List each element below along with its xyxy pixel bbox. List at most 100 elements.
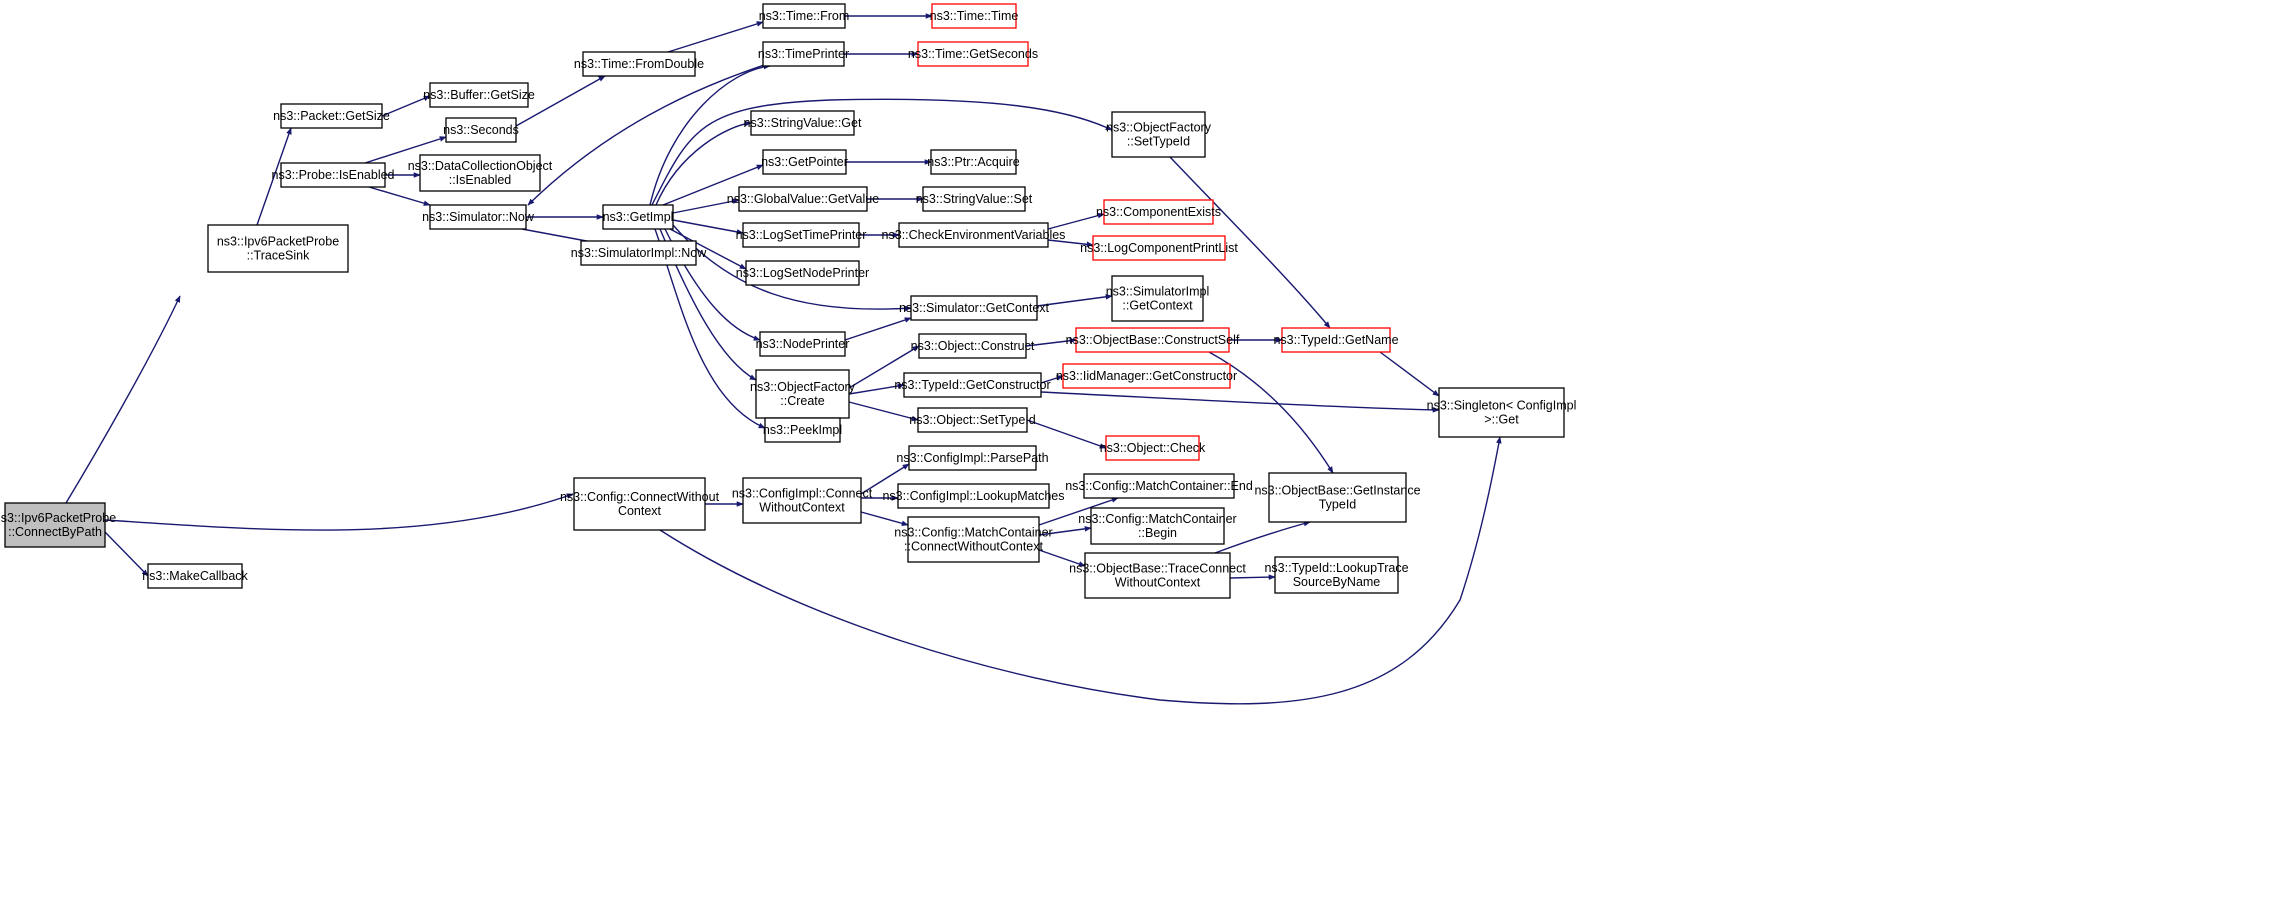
node-simgetctx[interactable]: ns3::Simulator::GetContext [899,295,1050,321]
node-box[interactable] [922,186,1026,212]
node-box[interactable] [908,445,1037,471]
node-box[interactable] [582,51,696,77]
node-box[interactable] [903,372,1042,398]
node-timeprinter[interactable]: ns3::TimePrinter [758,41,849,67]
node-box[interactable] [429,204,527,230]
node-nodeprinter[interactable]: ns3::NodePrinter [756,331,850,357]
node-box[interactable] [1111,275,1204,322]
node-simimplgetctx[interactable]: ns3::SimulatorImpl::GetContext [1106,275,1210,322]
node-objsettypeid[interactable]: ns3::Object::SetTypeId [909,407,1036,433]
node-box[interactable] [1083,473,1235,499]
node-box[interactable] [930,149,1017,175]
node-compexists[interactable]: ns3::ComponentExists [1096,199,1221,225]
node-ofsettypeid[interactable]: ns3::ObjectFactory::SetTypeId [1106,111,1212,158]
node-box[interactable] [1281,327,1391,353]
node-box[interactable] [910,295,1038,321]
node-box[interactable] [1268,472,1407,523]
node-getimpl[interactable]: ns3::GetImpl [602,204,674,230]
node-box[interactable] [750,110,855,136]
node-box[interactable] [445,117,517,143]
node-box[interactable] [1092,235,1226,261]
node-box[interactable] [1103,199,1214,225]
node-box[interactable] [917,407,1028,433]
node-tracesink[interactable]: ns3::Ipv6PacketProbe::TraceSink [207,224,349,273]
node-box[interactable] [1438,387,1565,438]
node-timefrom[interactable]: ns3::Time::From [759,3,850,29]
node-box[interactable] [4,502,106,548]
node-root[interactable]: ns3::Ipv6PacketProbe::ConnectByPath [0,502,116,548]
node-box[interactable] [931,3,1017,29]
node-box[interactable] [207,224,349,273]
node-box[interactable] [755,369,850,419]
node-typeidgetctor[interactable]: ns3::TypeId::GetConstructor [894,372,1051,398]
node-strvalget[interactable]: ns3::StringValue::Get [744,110,862,136]
node-cfgimpllookup[interactable]: ns3::ConfigImpl::LookupMatches [882,483,1065,509]
node-fromdouble[interactable]: ns3::Time::FromDouble [574,51,704,77]
node-box[interactable] [762,3,846,29]
node-logsettime[interactable]: ns3::LogSetTimePrinter [736,222,867,248]
node-peekimpl[interactable]: ns3::PeekImpl [763,417,842,443]
node-box[interactable] [742,222,860,248]
node-cfgconnect[interactable]: ns3::Config::ConnectWithoutContext [560,477,720,531]
node-box[interactable] [742,477,862,524]
node-simimplnow[interactable]: ns3::SimulatorImpl::Now [571,240,707,266]
node-box[interactable] [898,222,1049,248]
node-logsetnode[interactable]: ns3::LogSetNodePrinter [736,260,869,286]
node-objcheck[interactable]: ns3::Object::Check [1100,435,1206,461]
node-timegetseconds[interactable]: ns3::Time::GetSeconds [908,41,1038,67]
node-makecallback[interactable]: ns3::MakeCallback [142,563,249,589]
node-checkenv[interactable]: ns3::CheckEnvironmentVariables [882,222,1066,248]
node-box[interactable] [573,477,706,531]
node-getpointer[interactable]: ns3::GetPointer [761,149,848,175]
node-box[interactable] [897,483,1050,509]
node-packetgetsize[interactable]: ns3::Packet::GetSize [273,103,390,129]
node-box[interactable] [1075,327,1230,353]
node-box[interactable] [1105,435,1200,461]
node-box[interactable] [280,162,386,188]
node-obtraceconnect[interactable]: ns3::ObjectBase::TraceConnectWithoutCont… [1069,552,1246,599]
node-strvalset[interactable]: ns3::StringValue::Set [916,186,1033,212]
node-box[interactable] [907,516,1040,563]
node-dcoenabled[interactable]: ns3::DataCollectionObject::IsEnabled [408,154,553,192]
node-box[interactable] [1090,507,1225,545]
node-mcconnect[interactable]: ns3::Config::MatchContainer::ConnectWith… [894,516,1053,563]
node-ptracquire[interactable]: ns3::Ptr::Acquire [927,149,1020,175]
node-box[interactable] [1062,363,1231,389]
node-objconstruct[interactable]: ns3::Object::Construct [911,333,1035,359]
node-ofcreate[interactable]: ns3::ObjectFactory::Create [750,369,856,419]
node-box[interactable] [1084,552,1231,599]
node-cfgimplconnect[interactable]: ns3::ConfigImpl::ConnectWithoutContext [732,477,873,524]
node-box[interactable] [759,331,846,357]
node-seconds[interactable]: ns3::Seconds [443,117,519,143]
node-gvgetvalue[interactable]: ns3::GlobalValue::GetValue [727,186,879,212]
node-timetime[interactable]: ns3::Time::Time [930,3,1019,29]
node-box[interactable] [280,103,383,129]
node-box[interactable] [429,82,529,108]
node-singleton[interactable]: ns3::Singleton< ConfigImpl>::Get [1427,387,1577,438]
node-box[interactable] [762,149,847,175]
node-box[interactable] [764,417,841,443]
node-box[interactable] [602,204,674,230]
node-probeenabled[interactable]: ns3::Probe::IsEnabled [272,162,395,188]
node-buffergetsize[interactable]: ns3::Buffer::GetSize [423,82,535,108]
node-mcbegin[interactable]: ns3::Config::MatchContainer::Begin [1078,507,1237,545]
node-box[interactable] [147,563,243,589]
node-box[interactable] [1111,111,1206,158]
node-obconstructself[interactable]: ns3::ObjectBase::ConstructSelf [1066,327,1240,353]
node-iidmgrgetctor[interactable]: ns3::IidManager::GetConstructor [1056,363,1237,389]
node-mcend[interactable]: ns3::Config::MatchContainer::End [1065,473,1253,499]
node-logcompprint[interactable]: ns3::LogComponentPrintList [1080,235,1238,261]
node-box[interactable] [917,41,1029,67]
node-cfgimplparse[interactable]: ns3::ConfigImpl::ParsePath [896,445,1049,471]
node-simnow[interactable]: ns3::Simulator::Now [422,204,535,230]
node-box[interactable] [1274,556,1399,594]
node-box[interactable] [738,186,868,212]
node-box[interactable] [580,240,697,266]
node-box[interactable] [918,333,1027,359]
node-typeidgetname[interactable]: ns3::TypeId::GetName [1273,327,1399,353]
node-box[interactable] [745,260,860,286]
node-box[interactable] [762,41,845,67]
node-box[interactable] [419,154,541,192]
